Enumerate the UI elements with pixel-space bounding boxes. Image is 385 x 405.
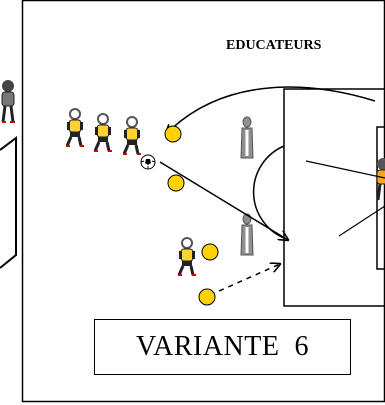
ball-icon bbox=[167, 174, 185, 192]
dribble-arrow bbox=[209, 264, 280, 296]
left-goal-icon bbox=[0, 136, 17, 269]
penalty-area bbox=[283, 88, 385, 307]
ball-icon bbox=[201, 243, 219, 261]
shot-line bbox=[305, 160, 385, 179]
shot-line bbox=[338, 205, 385, 237]
player-icon bbox=[121, 114, 143, 156]
variant-box: VARIANTE 6 bbox=[94, 319, 351, 375]
mannequin-icon bbox=[240, 116, 254, 159]
mannequin-icon bbox=[240, 213, 254, 256]
ball-icon bbox=[164, 125, 182, 143]
educators-label: EDUCATEURS bbox=[226, 38, 322, 53]
left-player-icon bbox=[1, 80, 15, 123]
pass-arrow bbox=[166, 86, 376, 134]
penalty-arc bbox=[252, 145, 285, 239]
player-icon bbox=[64, 106, 86, 148]
goalkeeper-icon bbox=[376, 158, 385, 201]
player-icon bbox=[92, 111, 114, 153]
variant-label: VARIANTE 6 bbox=[136, 331, 309, 362]
run-arrow bbox=[159, 161, 288, 240]
soccer-ball-icon bbox=[140, 154, 156, 170]
ball-icon bbox=[198, 288, 216, 306]
player-icon bbox=[176, 235, 198, 277]
